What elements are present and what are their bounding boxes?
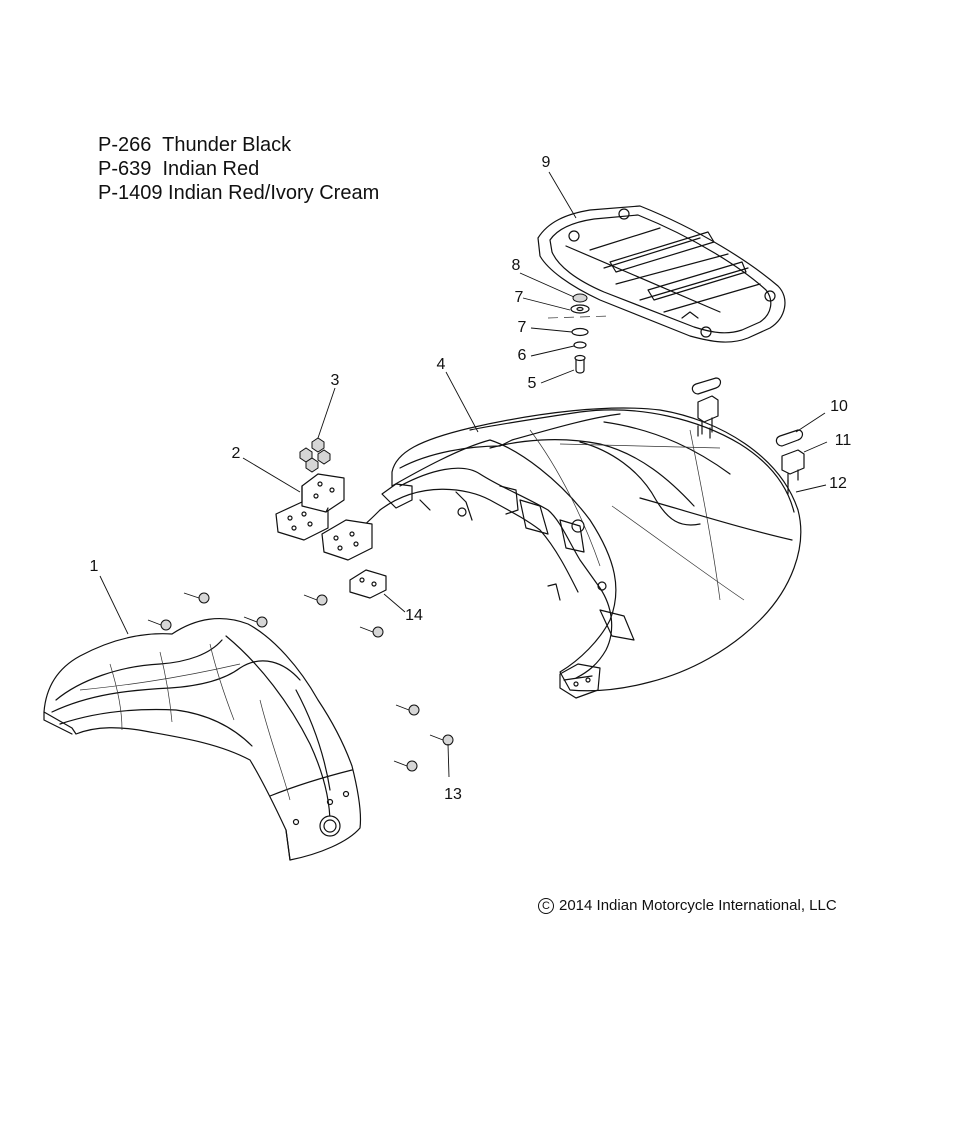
callout-4: 4 [436,356,446,373]
nut-parts [299,437,331,473]
callout-7-lower: 7 [517,319,527,336]
copyright-symbol: C [538,898,554,914]
color-code-thunder-black: P-266 Thunder Black [98,134,292,156]
callout-leaders [99,171,828,778]
callout-11: 11 [834,432,852,449]
callout-14: 14 [405,607,423,624]
callout-7-upper: 7 [514,289,524,306]
callout-8: 8 [511,257,521,274]
latch-hardware-right [775,429,805,495]
backrest-pad-part [43,617,362,861]
callout-3: 3 [330,372,340,389]
callout-6: 6 [517,347,527,364]
callout-1: 1 [89,558,99,575]
color-code-list: P-266 Thunder Black P-639 Indian Red P-1… [98,133,379,205]
callout-12: 12 [829,475,847,492]
color-code-indian-red: P-639 Indian Red [98,158,260,180]
trunk-lid-part [321,407,802,699]
callout-5: 5 [527,375,537,392]
small-bracket-part [349,569,387,599]
callout-9: 9 [541,154,551,171]
latch-hardware-left [691,377,722,439]
copyright-text: 2014 Indian Motorcycle International, LL… [559,897,837,914]
hinge-bracket-part [275,473,345,541]
callout-10: 10 [830,398,848,415]
hardware-stack-parts [547,293,611,374]
callout-2: 2 [231,445,241,462]
callout-13: 13 [444,786,462,803]
color-code-red-ivory: P-1409 Indian Red/Ivory Cream [98,182,380,204]
luggage-rack-part [537,205,786,343]
copyright-notice: C 2014 Indian Motorcycle International, L… [538,897,837,914]
